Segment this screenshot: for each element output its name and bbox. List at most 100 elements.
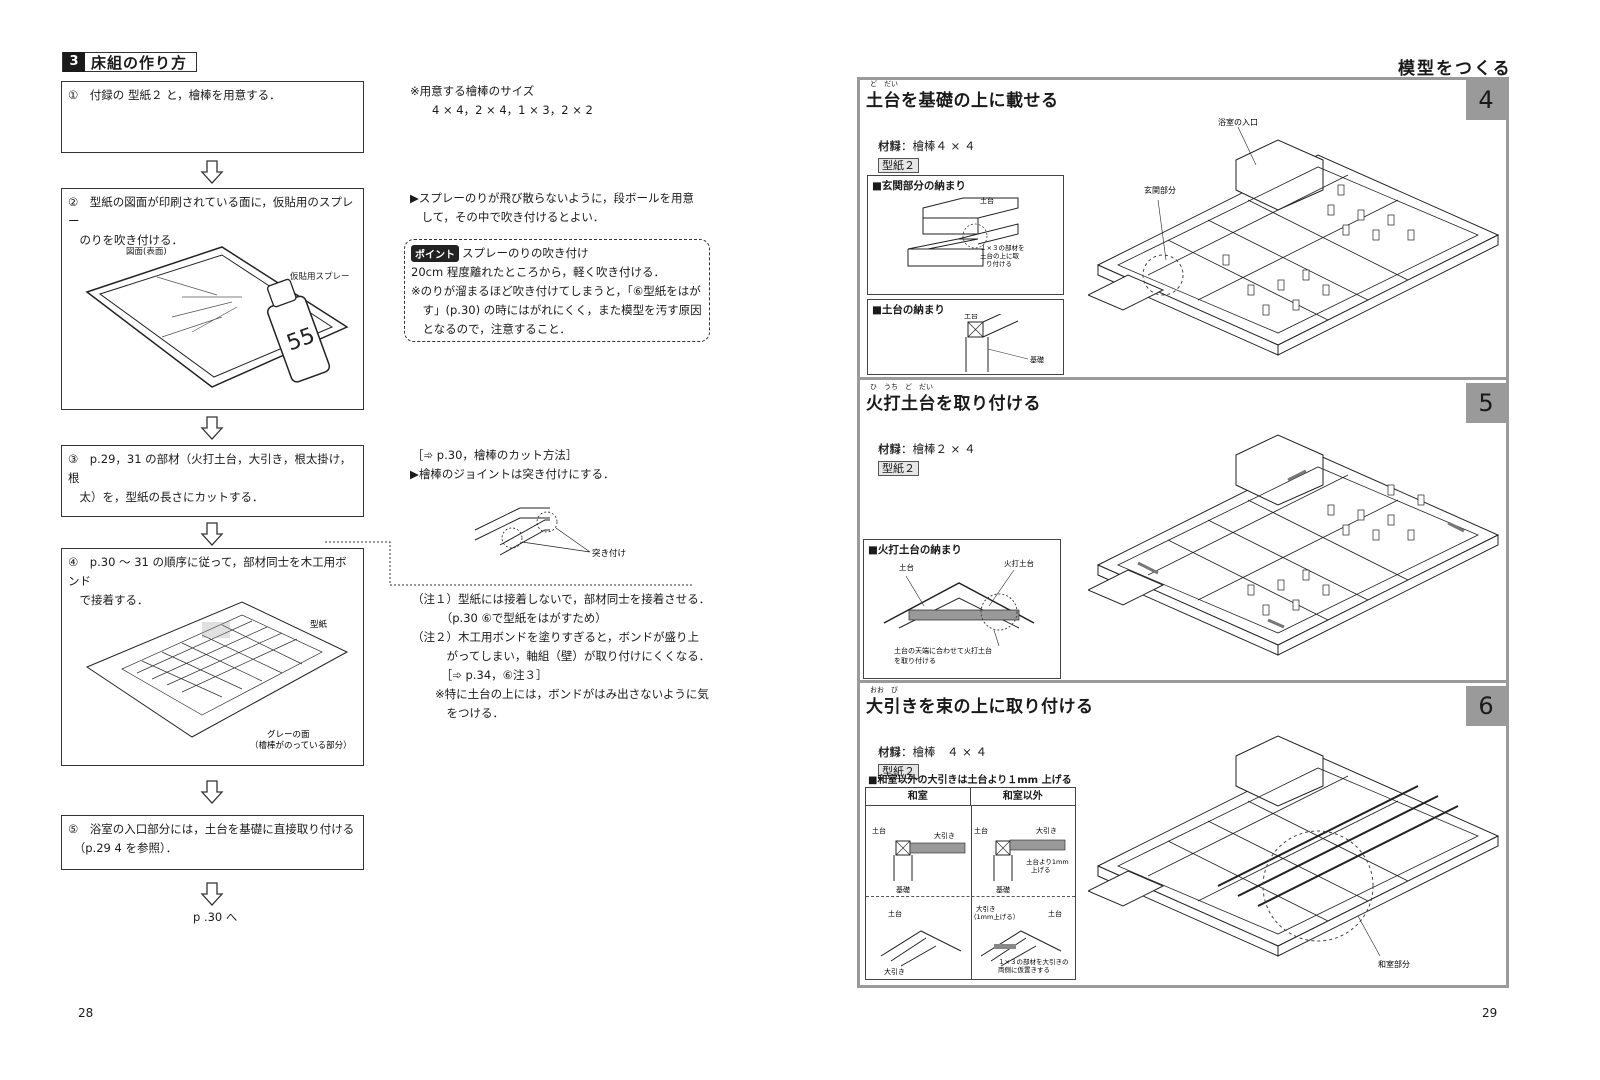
step-4-iso-drawing: 玄関部分 浴室の入口 <box>1088 117 1500 356</box>
svg-text:大引き: 大引き <box>934 831 955 840</box>
detail-hiuchi-title: ■火打土台の納まり <box>868 544 962 556</box>
step-5-box: ⑤ 浴室の入口部分には，土台を基礎に直接取り付ける （p.29 4 を参照）． <box>61 815 364 870</box>
step-5-panel: 5 ひ うち ど だい 火打土台を取り付ける 付録 型紙２ 材料：檜棒２ × ４… <box>860 383 1506 683</box>
furoku-tag: 型紙２ <box>878 764 919 779</box>
svg-text:土台: 土台 <box>888 909 902 918</box>
note-joint: ▶檜棒のジョイントは突き付けにする． <box>410 467 615 481</box>
svg-text:浴室の入口: 浴室の入口 <box>1218 117 1258 127</box>
step-5-iso-drawing <box>1088 434 1500 656</box>
svg-text:基礎: 基礎 <box>1030 355 1044 364</box>
point-title: スプレーのりの吹き付け <box>462 246 589 260</box>
table-head-washitsu: 和室 <box>866 788 971 805</box>
step-6-ruby: おお び <box>870 686 898 694</box>
furoku-tag: 型紙２ <box>878 158 919 173</box>
step-2-text: ② 型紙の図面が印刷されている面に，仮貼用のスプレー のりを吹き付ける． <box>68 195 354 247</box>
step-5-material: 材料：檜棒２ × ４ <box>878 442 976 456</box>
step-2-box: ② 型紙の図面が印刷されている面に，仮貼用のスプレー のりを吹き付ける． 55 … <box>61 188 364 410</box>
step-6-panel: 6 おお び 大引きを束の上に取り付ける 付録 型紙２ 材料：檜棒 ４ × ４ … <box>860 686 1506 985</box>
svg-text:基礎: 基礎 <box>896 885 910 894</box>
furoku-tag: 型紙２ <box>878 461 919 476</box>
point-badge: ポイント <box>411 245 459 262</box>
spray-illustration: 55 図面(表面) 仮貼用スプレー <box>85 246 350 388</box>
step-6-compare-table: 和室 和室以外 土台 大引き 基礎 土台 大引き 基 <box>865 787 1076 980</box>
step-4-ruby: ど だい <box>870 80 898 88</box>
step-6-furoku: 付録 型紙２ <box>878 724 919 781</box>
page-number-right: 29 <box>1482 1006 1498 1020</box>
svg-text:火打土台: 火打土台 <box>1004 558 1034 568</box>
svg-text:土台: 土台 <box>899 562 914 572</box>
note-cut-ref[interactable]: ［➾ p.30，檜棒のカット方法］ <box>412 448 578 462</box>
svg-text:基礎: 基礎 <box>996 885 1010 894</box>
step-4-detail-entrance: ■玄関部分の納まり 土台 １×３の部材を 土台の上に取 り付ける <box>867 175 1064 295</box>
detail-entrance-title: ■玄関部分の納まり <box>872 180 966 192</box>
floor-frame-illustration: 型紙 グレーの面 （檜棒がのっている部分） <box>85 601 352 751</box>
down-arrow-icon <box>200 522 224 546</box>
note-sizes-title: ※用意する檜棒のサイズ <box>410 84 535 98</box>
step-3-box: ③ p.29，31 の部材（火打土台，大引き，根太掛け，根 太）を，型紙の長さに… <box>61 445 364 517</box>
svg-text:土台: 土台 <box>974 826 988 835</box>
note-spray: ▶スプレーのりが飛び散らないように，段ボールを用意 して，その中で吹き付けるとよ… <box>410 191 695 224</box>
page-number-left: 28 <box>78 1006 94 1020</box>
furoku-label: 付録 <box>878 442 901 456</box>
step-1-box: ① 付録の 型紙２ と，檜棒を用意する． <box>61 81 364 153</box>
step-1-text: ① 付録の 型紙２ と，檜棒を用意する． <box>68 88 281 102</box>
section-header: 3 床組の作り方 <box>62 52 197 72</box>
step-6-number: 6 <box>1466 686 1506 726</box>
down-arrow-icon <box>200 780 224 804</box>
step-4-panel: 4 ど だい 土台を基礎の上に載せる 付録 型紙２ 材料：檜棒４ × ４ ■玄関… <box>860 80 1506 380</box>
step-4-detail-dodai: ■土台の納まり 土台 基礎 <box>867 299 1064 375</box>
svg-text:大引き（1mm上げる）: 大引き（1mm上げる） <box>970 904 1019 921</box>
step-5-detail-hiuchi: ■火打土台の納まり 土台 火打土台 土台の天端に合わせて火打土台 を取り付ける <box>863 539 1061 679</box>
section-title: 床組の作り方 <box>91 53 188 72</box>
step-3-text: ③ p.29，31 の部材（火打土台，大引き，根太掛け，根 太）を，型紙の長さに… <box>68 452 352 504</box>
chapter-header: 模型をつくる <box>1398 59 1512 79</box>
step-4-text: ④ p.30 ～ 31 の順序に従って，部材同士を木工用ボンド で接着する． <box>68 555 347 607</box>
detail-dodai-title: ■土台の納まり <box>872 304 945 316</box>
dotted-connector <box>325 541 693 586</box>
svg-text:土台: 土台 <box>872 826 886 835</box>
section-number: 3 <box>63 52 85 72</box>
joint-illustration: 突き付け <box>474 507 626 559</box>
step-4-box: ④ p.30 ～ 31 の順序に従って，部材同士を木工用ボンド で接着する． 型… <box>61 548 364 766</box>
down-arrow-icon <box>200 160 224 184</box>
svg-text:土台: 土台 <box>980 196 994 205</box>
point-box: ポイント スプレーのりの吹き付け 20cm 程度離れたところから，軽く吹き付ける… <box>404 239 710 342</box>
label-paper: 型紙 <box>310 619 328 630</box>
furoku-label: 付録 <box>878 139 901 153</box>
note-sizes-values: 4 × 4，2 × 4，1 × 3，2 × 2 <box>432 103 593 117</box>
table-head-other: 和室以外 <box>1002 791 1043 802</box>
next-page-link[interactable]: p .30 へ <box>193 910 238 924</box>
joint-label: 突き付け <box>592 548 626 559</box>
left-page: 3 床組の作り方 ① 付録の 型紙２ と，檜棒を用意する． ② 型紙の図面が印刷… <box>61 52 711 1020</box>
step-6-iso-drawing: 和室部分 <box>1088 735 1500 969</box>
label-gray: グレーの面 （檜棒がのっている部分） <box>250 729 352 751</box>
svg-text:土台の天端に合わせて火打土台 を取り付け: 土台の天端に合わせて火打土台 を取り付ける <box>894 646 994 665</box>
svg-text:土台: 土台 <box>964 314 978 320</box>
furoku-label: 付録 <box>878 745 901 759</box>
down-arrow-icon <box>200 882 224 906</box>
step-5-furoku: 付録 型紙２ <box>878 421 919 478</box>
svg-text:１×３の部材を 土台の上に取: １×３の部材を 土台の上に取 り付ける <box>980 243 1027 268</box>
down-arrow-icon <box>200 416 224 440</box>
step-4-title: 土台を基礎の上に載せる <box>866 91 1059 111</box>
svg-text:土台: 土台 <box>1048 909 1062 918</box>
step-5-ruby: ひ うち ど だい <box>870 383 933 391</box>
svg-text:１×３の部材を大引きの両側に仮置きする: １×３の部材を大引きの両側に仮置きする <box>998 957 1068 974</box>
step-6-title: 大引きを束の上に取り付ける <box>866 697 1094 717</box>
right-page: 模型をつくる 4 ど だい 土台を基礎の上に載せる 付録 型紙２ 材料：檜棒４ … <box>800 0 1600 1080</box>
step-6-note: ■和室以外の大引きは土台より１mm 上げる <box>868 775 1072 786</box>
point-body: 20cm 程度離れたところから，軽く吹き付ける． ※のりが溜まるほど吹き付けてし… <box>411 265 702 336</box>
svg-text:玄関部分: 玄関部分 <box>1144 185 1176 195</box>
step-5-text: ⑤ 浴室の入口部分には，土台を基礎に直接取り付ける （p.29 4 を参照）． <box>68 822 355 855</box>
step-6-material: 材料：檜棒 ４ × ４ <box>878 745 987 759</box>
svg-text:和室部分: 和室部分 <box>1378 959 1410 969</box>
label-spray: 仮貼用スプレー <box>290 271 350 282</box>
step-5-number: 5 <box>1466 383 1506 423</box>
step-5-title: 火打土台を取り付ける <box>866 394 1041 414</box>
notes-bottom: （注１）型紙には接着しないで，部材同士を接着させる． （p.30 ⑥で型紙をはが… <box>412 592 711 720</box>
label-front: 図面(表面) <box>126 246 167 257</box>
steps-frame <box>857 77 1509 988</box>
svg-text:大引き: 大引き <box>1036 826 1057 835</box>
step-4-material: 材料：檜棒４ × ４ <box>878 139 976 153</box>
